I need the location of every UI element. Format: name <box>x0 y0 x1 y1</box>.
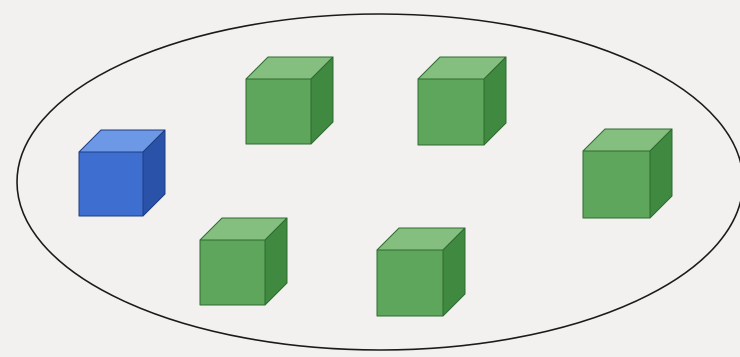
cube-green-4-front-face <box>200 240 265 305</box>
cube-green-1 <box>246 57 333 144</box>
cube-blue <box>79 130 165 216</box>
cube-green-3-front-face <box>583 151 650 218</box>
cube-green-2 <box>418 57 506 145</box>
cube-green-4 <box>200 218 287 305</box>
cube-green-3 <box>583 129 672 218</box>
cube-green-1-front-face <box>246 79 311 144</box>
cube-green-5-front-face <box>377 250 443 316</box>
cube-green-5 <box>377 228 465 316</box>
cube-green-2-front-face <box>418 79 484 145</box>
cube-blue-front-face <box>79 152 143 216</box>
